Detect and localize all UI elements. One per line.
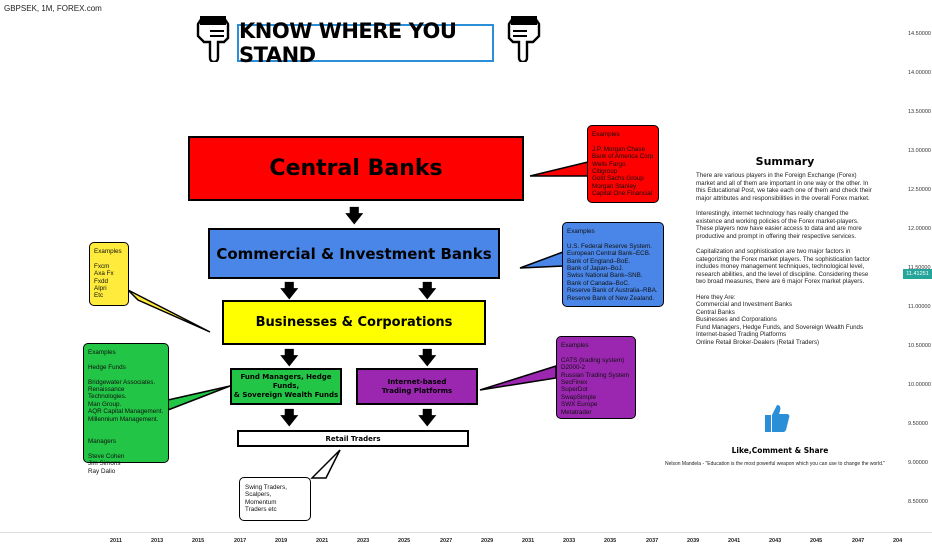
- price-tick: 10.00000: [908, 382, 931, 388]
- fund-managers-examples-callout: Examples Hedge Funds Bridgewater Associa…: [83, 343, 169, 475]
- current-price-badge: 11.41251: [903, 269, 932, 279]
- down-arrow-icon: 🡇: [280, 348, 299, 368]
- time-tick: 2015: [192, 538, 205, 544]
- time-tick: 204: [893, 538, 903, 544]
- price-tick: 11.00000: [908, 304, 931, 310]
- price-tick: 13.50000: [908, 109, 931, 115]
- price-tick: 12.00000: [908, 226, 931, 232]
- price-tick: 10.50000: [908, 343, 931, 349]
- like-comment-share-label: Like,Comment & Share: [731, 446, 829, 455]
- time-tick: 2039: [687, 538, 700, 544]
- price-tick: 12.50000: [908, 187, 931, 193]
- time-tick: 2029: [481, 538, 494, 544]
- central-banks-examples-callout: Examples J.P. Morgan Chase Bank of Ameri…: [587, 125, 659, 203]
- time-tick: 2035: [604, 538, 617, 544]
- summary-list-item: Commercial and Investment Banks: [696, 301, 792, 309]
- time-tick: 2045: [810, 538, 823, 544]
- mandela-quote: Nelson Mandela - "Education is the most …: [664, 461, 886, 467]
- retail-traders-box: Retail Traders: [237, 430, 469, 447]
- summary-list-item: Central Banks: [696, 308, 735, 316]
- summary-list-item: Businesses and Corporations: [696, 316, 777, 324]
- fund-managers-box: Fund Managers, Hedge Funds, & Sovereign …: [230, 368, 342, 405]
- time-tick: 2027: [440, 538, 453, 544]
- time-tick: 2011: [110, 538, 122, 544]
- price-tick: 13.00000: [908, 148, 931, 154]
- summary-paragraph: There are various players in the Foreign…: [696, 172, 872, 202]
- down-arrow-icon: 🡇: [418, 281, 437, 301]
- down-arrow-icon: 🡇: [345, 206, 364, 226]
- price-tick: 9.50000: [908, 421, 928, 427]
- time-tick: 2033: [563, 538, 576, 544]
- time-tick: 2025: [398, 538, 411, 544]
- price-tick: 14.50000: [908, 31, 931, 37]
- down-arrow-icon: 🡇: [418, 408, 437, 428]
- internet-platforms-examples-callout: Examples CATS (trading system) D2000-2 R…: [556, 336, 636, 419]
- time-tick: 2031: [522, 538, 535, 544]
- time-tick: 2017: [234, 538, 247, 544]
- summary-paragraph: Capitalization and sophistication are tw…: [696, 247, 870, 286]
- summary-body: There are various players in the Foreign…: [696, 172, 876, 347]
- summary-list-item: Fund Managers, Hedge Funds, and Sovereig…: [696, 323, 864, 331]
- time-tick: 2021: [316, 538, 329, 544]
- summary-list-item: Online Retail Broker-Dealers (Retail Tra…: [696, 339, 820, 347]
- commercial-banks-examples-callout: Examples U.S. Federal Reserve System. Eu…: [562, 222, 664, 307]
- down-arrow-icon: 🡇: [418, 348, 437, 368]
- businesses-box: Businesses & Corporations: [222, 300, 486, 345]
- time-axis-line: [0, 532, 932, 533]
- time-tick: 2043: [769, 538, 782, 544]
- price-tick: 9.00000: [908, 460, 928, 466]
- summary-heading: Summary: [755, 155, 815, 168]
- time-axis[interactable]: 2011 2013 2015 2017 2019 2021 2023 2025 …: [0, 532, 932, 550]
- time-tick: 2023: [357, 538, 370, 544]
- price-axis[interactable]: 14.50000 14.00000 13.50000 13.00000 12.5…: [898, 0, 932, 550]
- time-tick: 2019: [275, 538, 288, 544]
- internet-platforms-box: Internet-based Trading Platforms: [356, 368, 478, 405]
- retail-traders-examples-callout: Swing Traders, Scalpers, Momentum Trader…: [239, 477, 311, 521]
- symbol-label: GBPSEK, 1M, FOREX.com: [4, 4, 102, 13]
- pointing-hand-icon: [194, 16, 234, 68]
- commercial-banks-box: Commercial & Investment Banks: [208, 228, 500, 279]
- price-tick: 8.50000: [908, 499, 928, 505]
- time-tick: 2041: [728, 538, 741, 544]
- down-arrow-icon: 🡇: [280, 281, 299, 301]
- thumbs-up-icon: [764, 403, 790, 438]
- summary-list-item: Internet-based Trading Platforms: [696, 331, 787, 339]
- pointing-hand-icon: [503, 16, 543, 68]
- price-tick: 14.00000: [908, 70, 931, 76]
- down-arrow-icon: 🡇: [280, 408, 299, 428]
- time-tick: 2037: [646, 538, 659, 544]
- businesses-examples-callout: Examples Fxcm Axa Fx Fxdd Alpri Etc: [89, 242, 129, 306]
- summary-list-intro: Here they Are:: [696, 293, 736, 301]
- time-tick: 2047: [852, 538, 865, 544]
- price-tick: 11.50000: [908, 265, 931, 271]
- summary-paragraph: Interestingly, internet technology has r…: [696, 209, 862, 240]
- central-banks-box: Central Banks: [188, 136, 524, 201]
- time-tick: 2013: [151, 538, 164, 544]
